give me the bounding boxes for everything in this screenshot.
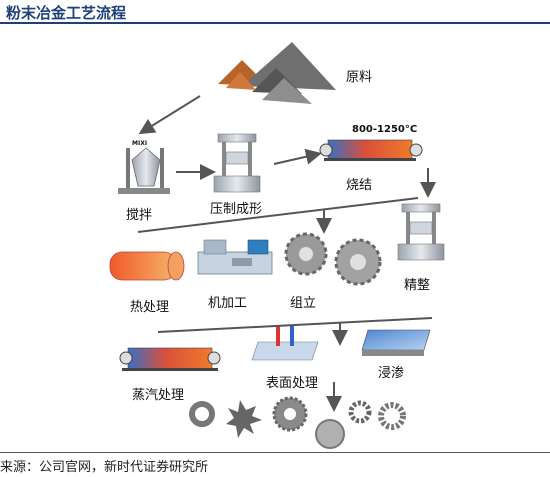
mixer-icon [118, 147, 170, 194]
page-title: 粉末冶金工艺流程 [6, 4, 127, 22]
finished-parts-icon [189, 396, 406, 449]
infiltration-icon [361, 329, 431, 356]
mixer-tag-label: MIXI [132, 140, 148, 147]
gear-icon [284, 232, 382, 286]
footer-divider [0, 452, 550, 453]
step-steam-label: 蒸汽处理 [132, 388, 185, 403]
sizing-press-icon [397, 203, 445, 261]
step-sizing-label: 精整 [404, 278, 431, 293]
step-surface-label: 表面处理 [266, 376, 319, 391]
steam-furnace-icon [119, 347, 221, 371]
sinter-temp-label: 800-1250°C [352, 124, 418, 135]
step-assembly-label: 组立 [290, 296, 317, 311]
step-raw-label: 原料 [346, 70, 373, 85]
title-divider [0, 22, 550, 24]
step-mix-label: 搅拌 [126, 208, 153, 223]
flow-arrows [137, 95, 436, 412]
machining-icon [197, 239, 273, 275]
step-heat-label: 热处理 [130, 300, 170, 315]
source-note: 来源：公司官网，新时代证券研究所 [0, 460, 209, 475]
step-machining-label: 机加工 [208, 296, 248, 311]
press-icon [213, 133, 261, 193]
step-sinter-label: 烧结 [346, 178, 373, 193]
heat-treatment-icon [109, 251, 185, 281]
surface-treatment-icon [251, 326, 319, 361]
step-press-label: 压制成形 [210, 202, 263, 217]
sintering-furnace-icon [319, 139, 423, 161]
raw-powder-icon [218, 42, 336, 104]
step-infiltrate-label: 浸渗 [378, 366, 405, 381]
